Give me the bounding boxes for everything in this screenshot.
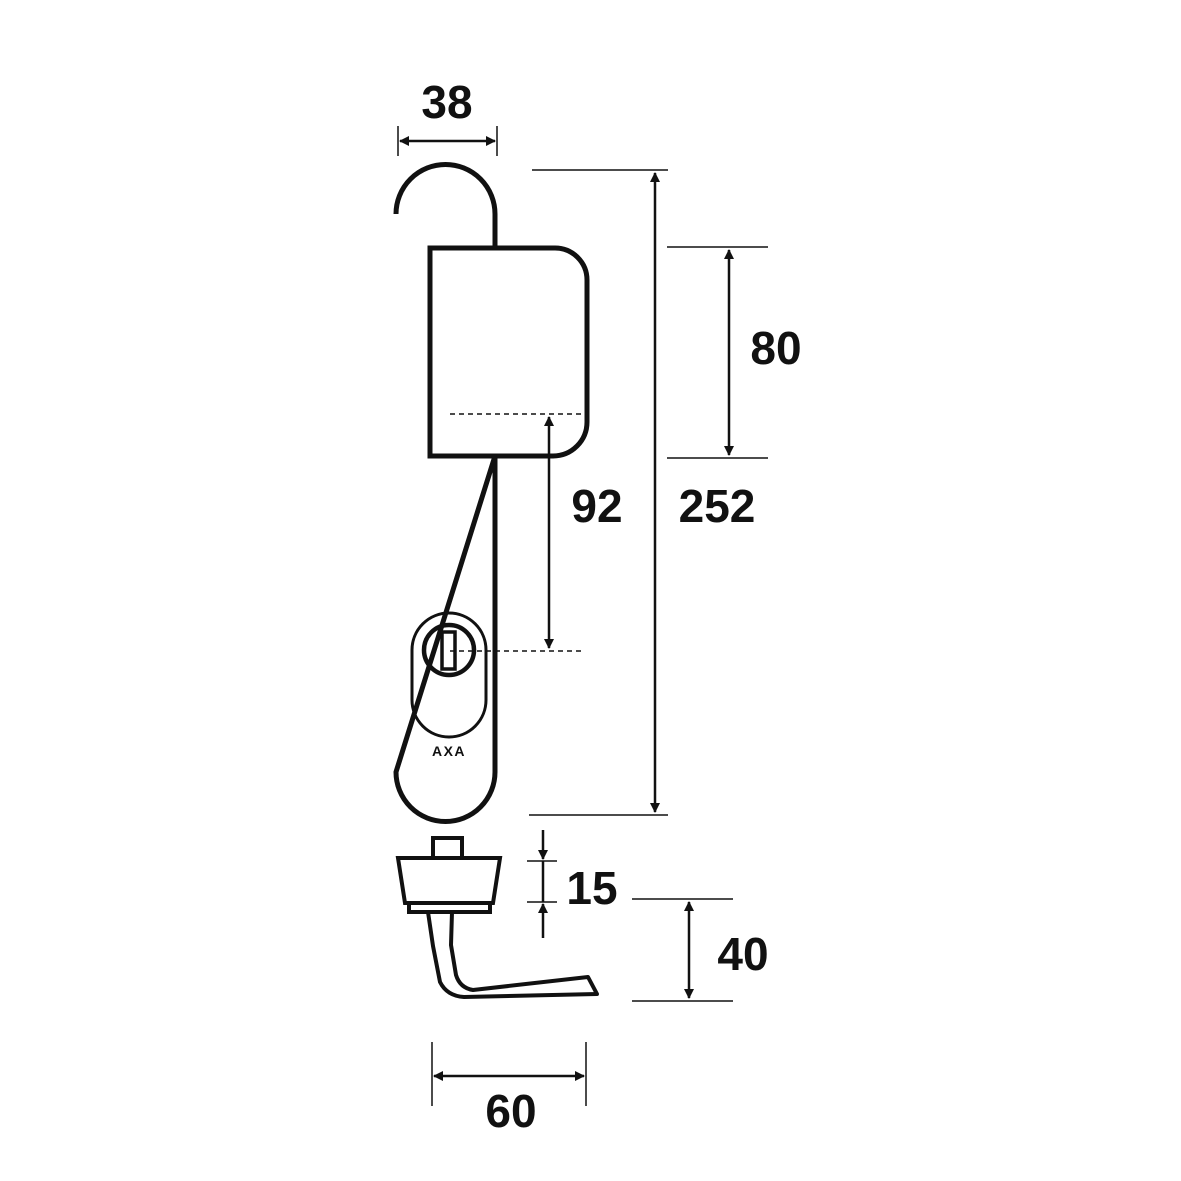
dimension-handle-length bbox=[431, 1042, 587, 1106]
dimension-label-252: 252 bbox=[679, 480, 756, 532]
dimension-label-38: 38 bbox=[421, 76, 472, 128]
rose-base bbox=[407, 901, 492, 914]
dimension-label-92: 92 bbox=[571, 480, 622, 532]
turn-knob-icon bbox=[421, 622, 477, 678]
cylinder-cutout bbox=[410, 611, 585, 739]
dimension-label-80: 80 bbox=[750, 322, 801, 374]
handle-rose bbox=[395, 856, 503, 905]
dimension-label-40: 40 bbox=[717, 928, 768, 980]
handle-base-block bbox=[427, 245, 590, 459]
handle-base-outline bbox=[427, 245, 590, 459]
dimension-rose-height bbox=[527, 830, 557, 938]
dimension-handle-base-height bbox=[667, 246, 768, 459]
dimension-plate-width bbox=[397, 126, 498, 156]
back-plate bbox=[393, 162, 498, 824]
dimension-plate-height bbox=[529, 169, 668, 816]
plate-outline bbox=[393, 162, 498, 824]
dimension-label-60: 60 bbox=[485, 1085, 536, 1137]
lever-handle-side-view bbox=[395, 836, 599, 999]
brand-logo: AXA bbox=[432, 743, 466, 759]
dimension-label-15: 15 bbox=[566, 862, 617, 914]
handle-spindle bbox=[431, 836, 464, 860]
dimension-handle-drop bbox=[632, 898, 733, 1002]
cylinder-profile bbox=[410, 611, 488, 739]
lever-arm bbox=[426, 911, 599, 999]
